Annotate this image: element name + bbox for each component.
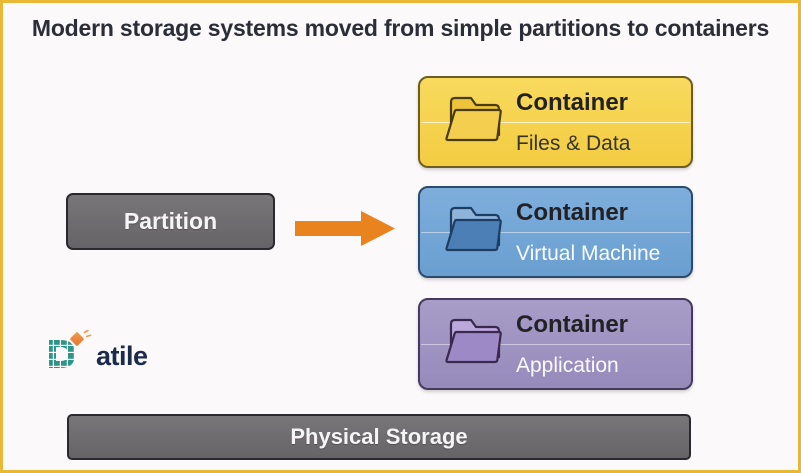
container-subtitle: Files & Data xyxy=(516,132,631,155)
divider-line xyxy=(421,232,690,233)
container-title: Container xyxy=(516,199,629,226)
partition-box: Partition xyxy=(66,193,275,250)
partition-label: Partition xyxy=(123,208,218,234)
orange-diamond-icon xyxy=(70,332,84,346)
right-arrow-icon xyxy=(295,206,395,250)
slide-title: Modern storage systems moved from simple… xyxy=(31,15,770,41)
container-box-application: Container Application xyxy=(418,298,693,390)
folder-icon xyxy=(445,318,502,364)
container-title: Container xyxy=(516,311,629,338)
motion-lines-icon xyxy=(83,329,92,338)
physical-storage-bar: Physical Storage xyxy=(67,414,691,460)
container-subtitle: Application xyxy=(516,354,619,377)
folder-icon xyxy=(445,96,502,142)
datile-logo: atile xyxy=(47,329,148,371)
physical-storage-label: Physical Storage xyxy=(290,424,468,449)
datile-wordmark: atile xyxy=(96,341,148,371)
container-subtitle: Virtual Machine xyxy=(516,242,661,265)
folder-icon xyxy=(445,206,502,252)
container-box-files-data: Container Files & Data xyxy=(418,76,693,168)
datile-d-icon xyxy=(49,329,92,368)
container-box-virtual-machine: Container Virtual Machine xyxy=(418,186,693,278)
divider-line xyxy=(421,122,690,123)
right-arrow-glyph xyxy=(295,211,395,246)
container-title: Container xyxy=(516,89,629,116)
divider-line xyxy=(421,344,690,345)
